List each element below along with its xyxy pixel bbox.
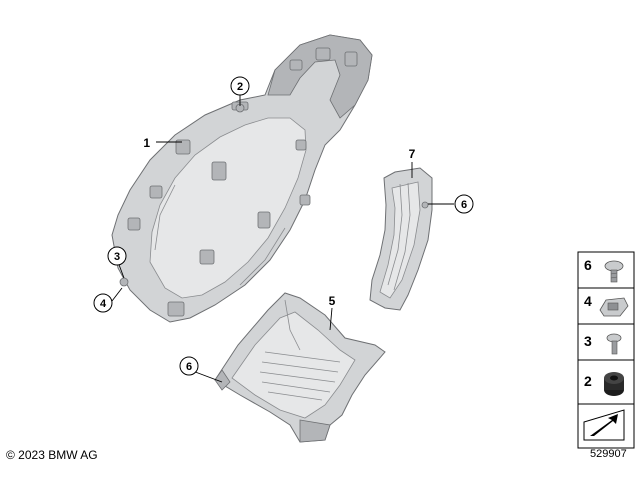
corner-arrow-icon xyxy=(583,409,625,441)
svg-text:4: 4 xyxy=(584,293,592,309)
callout-2: 2 xyxy=(230,76,250,96)
svg-text:5: 5 xyxy=(329,294,336,308)
svg-text:4: 4 xyxy=(100,298,107,310)
svg-text:2: 2 xyxy=(237,81,243,93)
svg-text:3: 3 xyxy=(114,251,120,263)
legend-item-6: 6 xyxy=(584,257,624,283)
legend-item-4: 4 xyxy=(584,293,629,317)
callout-3: 3 xyxy=(107,246,127,266)
diagram-number: 529907 xyxy=(590,448,627,460)
screw-icon xyxy=(606,333,622,355)
part-7-side-panel xyxy=(369,167,433,311)
part-5-lower-cover xyxy=(214,292,386,443)
callout-6-lower: 6 xyxy=(179,356,199,376)
copyright-text: © 2023 BMW AG xyxy=(6,448,98,462)
legend-item-3: 3 xyxy=(584,333,622,355)
callout-1: 1 xyxy=(143,136,150,150)
callout-4: 4 xyxy=(93,293,113,313)
svg-text:2: 2 xyxy=(584,373,592,389)
svg-text:6: 6 xyxy=(584,257,592,273)
svg-text:7: 7 xyxy=(409,147,416,161)
callout-7: 7 xyxy=(409,147,416,161)
svg-text:6: 6 xyxy=(186,361,192,373)
body-screw-icon xyxy=(604,260,624,283)
rubber-grommet-icon xyxy=(604,372,624,396)
svg-text:1: 1 xyxy=(143,136,150,150)
u-nut-clip-icon xyxy=(599,297,629,317)
callout-5: 5 xyxy=(329,294,336,308)
small-parts-legend: 6 4 3 2 xyxy=(577,251,635,449)
callout-6-upper: 6 xyxy=(454,194,474,214)
legend-item-2: 2 xyxy=(584,372,624,396)
svg-text:6: 6 xyxy=(461,199,467,211)
svg-text:3: 3 xyxy=(584,333,592,349)
leader-lines xyxy=(111,95,454,383)
part-1-rear-fender-frame xyxy=(111,34,373,323)
